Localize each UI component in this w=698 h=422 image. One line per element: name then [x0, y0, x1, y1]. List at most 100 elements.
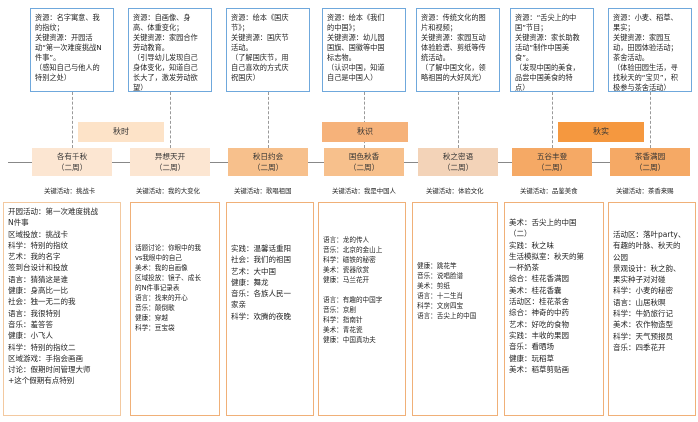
- resource-line: 资源：“舌尖上的中: [515, 13, 577, 22]
- activity-line: 开园活动：第一次难度挑战: [8, 207, 98, 216]
- theme-node-title: 茶香满园: [634, 152, 666, 161]
- resource-line: （了解国庆节，用: [231, 53, 289, 62]
- resource-line: 食”。: [515, 53, 534, 62]
- resource-line: 高、体重变化；: [133, 23, 184, 32]
- theme-node-title: 各有千秋: [56, 152, 88, 161]
- activity-line: 科学：小麦的秘密: [613, 286, 673, 296]
- activity-line: 健康：跳花竿: [417, 262, 457, 270]
- resource-line: 茶舍活动。: [613, 53, 649, 62]
- activity-line: 美术：青花瓷: [323, 326, 363, 334]
- activity-line: +这个假期有点特别: [8, 376, 75, 386]
- detail-box-4: 语言：龙的传人音乐：北京的金山上科学：磁铁的秘密美术：瓷器欣赏健康：马兰花开 语…: [318, 202, 406, 416]
- detail-box-7: 活动区：落叶party、有趣的叶脉、秋天的公园景观设计：秋之韵、果实种子对对碰科…: [608, 202, 696, 416]
- activity-line: 艺术：好吃的食物: [509, 319, 569, 329]
- activity-line: vs我眼中的自己: [135, 254, 182, 262]
- resource-line: 体验脸谱、剪纸等传: [421, 43, 486, 52]
- resource-line: 资源：小麦、稻草、: [613, 13, 678, 22]
- resource-box-5: 资源：传统文化的图片和视频；关键资源：家园互动体验脸谱、剪纸等传统活动。（了解中…: [416, 8, 500, 92]
- activity-line: 果实种子对对碰: [613, 275, 666, 285]
- theme-node-title: 国色秋香: [348, 152, 380, 161]
- activity-line: 语言：舌尖上的中国: [417, 312, 477, 320]
- activity-line: 实践：丰收的果园: [509, 330, 569, 340]
- activity-line: 音乐：四季花开: [613, 342, 666, 352]
- resource-line: 长大了，激发劳动欲: [133, 73, 198, 82]
- key-activity-2: 关键活动：我的大变化: [136, 187, 200, 195]
- connector-6: [552, 92, 553, 148]
- resource-line: 品尝中国美食的特: [515, 73, 573, 82]
- resource-line: 动“第一次难度挑战N: [35, 43, 102, 52]
- activity-line: 话题讨论：你眼中的我: [135, 244, 201, 252]
- theme-node-duration: （二周）: [154, 163, 186, 172]
- resource-line: 动，田园体验活动；: [613, 43, 678, 52]
- resource-line: 劳动教育。: [133, 43, 169, 52]
- resource-line: 资源：自画像、身: [133, 13, 191, 22]
- resource-line: 统活动。: [421, 53, 450, 62]
- theme-node-duration: （二周）: [252, 163, 284, 172]
- theme-node-1: 各有千秋 （二周）: [32, 148, 112, 176]
- activity-line: 社会：我们的祖国: [231, 255, 291, 265]
- connector-5: [458, 92, 459, 148]
- activity-line: 健康：舞龙: [231, 277, 269, 287]
- resource-line: （感知自己与他人的: [35, 63, 100, 72]
- activity-line: 科学：欢腾的夜晚: [231, 311, 291, 321]
- theme-node-4: 国色秋香 （二周）: [324, 148, 404, 176]
- activity-line: 音乐：北京的金山上: [323, 246, 383, 254]
- theme-node-6: 五谷丰登 （二周）: [512, 148, 592, 176]
- activity-line: 的N件事记录表: [135, 284, 180, 292]
- activity-line: （二）: [509, 229, 532, 239]
- resource-line: （引导幼儿发现自己: [133, 53, 198, 62]
- resource-line: 关键资源：国庆节: [231, 33, 289, 42]
- activity-line: 健康：中国真功夫: [323, 336, 376, 344]
- resource-line: 活动“制作中国美: [515, 43, 570, 52]
- activity-line: 活动区：桂花茶舍: [509, 297, 569, 307]
- theme-node-duration: （二周）: [634, 163, 666, 172]
- connector-4: [364, 92, 365, 148]
- resource-line: 略祖国的大好风光）: [421, 73, 486, 82]
- activity-line: 实践：温馨话重阳: [231, 244, 291, 253]
- resource-line: 国旗、国徽等中国: [327, 43, 385, 52]
- theme-node-3: 秋日约会 （二周）: [228, 148, 308, 176]
- connector-2: [170, 92, 171, 148]
- activity-line: 音乐：颠倒歌: [135, 304, 175, 312]
- activity-line: 艺术：大中国: [231, 266, 276, 276]
- resource-line: 关键资源：家长助教: [515, 33, 580, 42]
- detail-box-6: 美术：舌尖上的中国（二）实践：秋之味生活模拟室：秋天的第一杯奶茶综合：桂花香满园…: [504, 202, 604, 416]
- activity-line: 公园: [613, 252, 628, 262]
- activity-line: 语言：我很特别: [8, 308, 61, 318]
- resource-box-6: 资源：“舌尖上的中国”节目；关键资源：家长助教活动“制作中国美食”。（发现中国的…: [510, 8, 594, 92]
- activity-line: 景观设计：秋之韵、: [613, 263, 681, 273]
- resource-line: 自己是中国人）: [327, 73, 378, 82]
- resource-box-7: 资源：小麦、稻草、果实；关键资源：家园互动，田园体验活动；茶舍活动。（体验田园生…: [608, 8, 692, 92]
- activity-line: 音乐：看晒场: [509, 342, 554, 352]
- activity-line: 区域游戏：手指会画画: [8, 353, 83, 363]
- activity-line: 音乐：说唱脸谱: [417, 272, 464, 280]
- resource-line: （发现中国的美食，: [515, 63, 580, 72]
- key-activity-1: 关键活动：挑战卡: [44, 187, 96, 195]
- theme-node-7: 茶香满园 （二周）: [610, 148, 690, 176]
- resource-line: 节》；: [231, 23, 249, 32]
- activity-line: 区域投放：镜子、成长: [135, 274, 201, 282]
- activity-line: 美术：舌尖上的中国: [509, 218, 577, 227]
- activity-line: 综合：桂花香满园: [509, 274, 569, 284]
- resource-line: 活动。: [231, 43, 253, 52]
- theme-node-duration: （二周）: [442, 163, 474, 172]
- activity-line: 区域投放：挑战卡: [8, 229, 68, 239]
- connector-1: [72, 92, 73, 148]
- resource-line: 极参与茶舍活动）: [613, 83, 671, 92]
- activity-line: 生活模拟室：秋天的第: [509, 251, 584, 261]
- activity-line: 实践：秋之味: [509, 240, 554, 250]
- activity-line: 美术：桂花香囊: [509, 285, 562, 295]
- activity-line: 美术：农作物造型: [613, 320, 673, 330]
- resource-line: 资源：绘本《国庆: [231, 13, 289, 22]
- key-activity-3: 关键活动：歌唱祖国: [234, 187, 292, 195]
- activity-line: 语言：山居秋暝: [613, 297, 666, 307]
- resource-line: 资源：绘本《我们: [327, 13, 385, 22]
- key-activity-6: 关键活动：品鉴美食: [520, 187, 578, 195]
- activity-line: 科学：天气预报员: [613, 331, 673, 341]
- activity-line: 社会：独一无二的我: [8, 297, 76, 307]
- connector-3: [268, 92, 269, 148]
- resource-line: （体验田园生活，寻: [613, 63, 678, 72]
- activity-line: 科学：特别的指纹: [8, 240, 68, 250]
- theme-node-duration: （二周）: [348, 163, 380, 172]
